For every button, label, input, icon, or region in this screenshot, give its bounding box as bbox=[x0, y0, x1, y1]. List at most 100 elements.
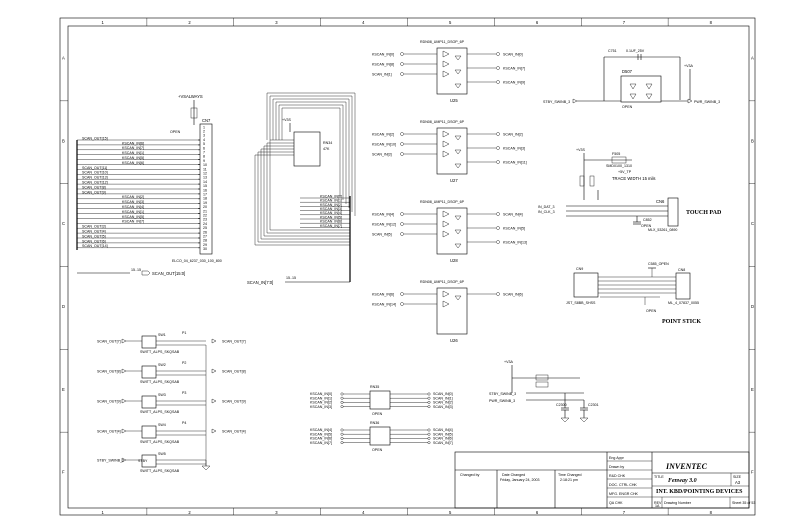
rpack-output-label: SCAN_IN[5] bbox=[433, 432, 453, 436]
row-label-right: E bbox=[751, 387, 754, 392]
cn7-pin-number: 16 bbox=[203, 188, 207, 192]
diode-array-u28: RDN08_UMP11_DSOP_6PU28KSCAN_IN[4]KSCAN_I… bbox=[372, 200, 527, 263]
cn7-net-label: SCAN_OUT[12] bbox=[82, 181, 108, 185]
tb-title: Fenway 3.0 bbox=[668, 478, 697, 484]
tb-doc-label: DOC. CTRL CHK bbox=[609, 483, 637, 487]
tp-connector-ref: CN6 bbox=[656, 199, 665, 204]
row-label-left: E bbox=[62, 387, 65, 392]
tp-fuse: F505 bbox=[612, 152, 620, 156]
rn34-body bbox=[293, 131, 321, 167]
diode-input-label: SCAN_IN[1] bbox=[372, 72, 392, 76]
cn7-ref: CN7 bbox=[202, 118, 211, 123]
row-label-left: F bbox=[62, 470, 65, 475]
tb-changed-by: Changed by bbox=[460, 473, 480, 477]
rn34-bus-label: SCAN_IN[7:0] bbox=[247, 280, 273, 285]
ps-left-part: JST_S8BB_SHSS bbox=[566, 301, 596, 305]
rpack-output-label: SCAN_IN[6] bbox=[433, 437, 453, 441]
tb-drawn-label: Drawn by bbox=[609, 465, 624, 469]
rn34-bus-loops bbox=[254, 92, 356, 246]
cn7-open-label: OPEN bbox=[170, 130, 181, 134]
diode-array-part: RDN08_UMP11_DSOP_6P bbox=[420, 280, 465, 284]
tp-cap-note: OPEN bbox=[641, 224, 652, 228]
diode-output-label: KSCAN_IN[7] bbox=[503, 66, 525, 70]
switch-body bbox=[141, 365, 157, 379]
cn7-pin-number: 12 bbox=[203, 172, 207, 176]
cn7-pin-number: 25 bbox=[203, 226, 207, 230]
cn7-pin-number: 9 bbox=[203, 159, 205, 163]
column-label-top: 3 bbox=[275, 20, 278, 25]
switch-body bbox=[141, 425, 157, 439]
cn7-pin-number: 10 bbox=[203, 163, 207, 167]
rc-cap-1: C2300 bbox=[556, 403, 567, 407]
column-label-top: 8 bbox=[710, 20, 713, 25]
cn7-pin-number: 22 bbox=[203, 214, 207, 218]
cn7-pin-number: 23 bbox=[203, 218, 207, 222]
diode-array-body bbox=[436, 47, 468, 95]
sheet-inner-border bbox=[67, 25, 750, 509]
rpack-output-label: SCAN_IN[2] bbox=[433, 401, 453, 405]
diode-array-u25: RDN08_UMP11_DSOP_6PU25KSCAN_IN[0]KSCAN_I… bbox=[372, 40, 525, 103]
rpack-ref: RN36 bbox=[370, 421, 379, 425]
rpack-output-label: SCAN_IN[3] bbox=[433, 405, 453, 409]
switch-ref: SW4 bbox=[158, 423, 166, 427]
cn7-pin-number: 18 bbox=[203, 197, 207, 201]
rpack-input-label: KSCAN_IN[2] bbox=[310, 401, 332, 405]
rn34-power: +V3S bbox=[282, 118, 291, 122]
rpack-body bbox=[369, 426, 391, 446]
cn7-net-label: KSCAN_IN[1] bbox=[122, 210, 144, 214]
cn7-bus-label: SCAN_OUT[15:0] bbox=[152, 271, 185, 276]
cn7-net-label: SCAN_OUT[15] bbox=[82, 136, 108, 140]
rn34-net-label: KSCAN_IN[2] bbox=[320, 203, 342, 207]
tb-company: INVENTEC bbox=[665, 462, 708, 471]
cn7-power-label: +VSALWAYS bbox=[178, 94, 203, 99]
rc-cap-2: C2301 bbox=[588, 403, 599, 407]
rpack-output-label: SCAN_IN[7] bbox=[433, 441, 453, 445]
diode-output-label: KSCAN_IN[9] bbox=[503, 80, 525, 84]
row-label-right: A bbox=[751, 55, 754, 60]
switch-input-label: SCAN_OUT[7] bbox=[97, 339, 121, 343]
rpack-note: OPEN bbox=[372, 412, 383, 416]
diode-output-label: KSCAN_IN[5] bbox=[503, 226, 525, 230]
switch-ref: SW5 bbox=[158, 452, 166, 456]
column-label-bottom: 8 bbox=[710, 510, 713, 515]
switch-pin-ref: P1 bbox=[182, 331, 186, 335]
switch-block: SCAN_OUT[7]SW1SWITT_ALPS_SKQSABP1SCAN_OU… bbox=[97, 331, 246, 473]
column-label-top: 6 bbox=[536, 20, 539, 25]
row-label-left: B bbox=[62, 138, 65, 143]
cn7-pin-number: 24 bbox=[203, 222, 207, 226]
row-label-left: D bbox=[62, 304, 65, 309]
ps-label: POINT STICK bbox=[662, 319, 701, 325]
diode-input-label: KSCAN_IN[2] bbox=[372, 132, 394, 136]
tb-subtitle: INT. KBD/POINTING DEVICES bbox=[656, 489, 743, 495]
cn7-net-label: KSCAN_IN[1] bbox=[122, 151, 144, 155]
cn7-part: ELCO_04_6237_030_100_800 bbox=[172, 259, 222, 263]
cn7-net-label: KSCAN_IN[5] bbox=[122, 215, 144, 219]
cn7-pins: 1234567891011121314151617181920212223242… bbox=[77, 125, 207, 251]
row-label-right: F bbox=[751, 470, 754, 475]
cn7-pin-number: 4 bbox=[203, 138, 205, 142]
d507-ref: D507 bbox=[622, 69, 633, 74]
cn7-pin-number: 19 bbox=[203, 201, 207, 205]
column-label-top: 2 bbox=[188, 20, 191, 25]
tp-power: +V3S bbox=[576, 148, 585, 152]
diode-array-part: RDN08_UMP11_DSOP_6P bbox=[420, 120, 465, 124]
column-label-top: 1 bbox=[101, 20, 104, 25]
connector-cn7: +VSALWAYS OPEN CN7 123456789101112131415… bbox=[76, 94, 222, 276]
resistor-pack-rn35: RN35OPENKSCAN_IN[0]SCAN_IN[0]KSCAN_IN[1]… bbox=[310, 385, 453, 416]
rn34-net-label: KSCAN_IN[5] bbox=[320, 215, 342, 219]
tb-rev: 1A bbox=[655, 504, 660, 508]
d507-body bbox=[620, 75, 662, 103]
switch-ref: SW2 bbox=[158, 363, 166, 367]
switch-input-label: SCAN_OUT[4] bbox=[97, 429, 121, 433]
pointstick-block: CN9 JST_S8BB_SHSS C585_OPEN CN8 ML_4_078… bbox=[566, 262, 701, 325]
rn34-ref: RN34 bbox=[323, 141, 332, 145]
cn7-net-label: SCAN_OUT[11] bbox=[82, 166, 107, 170]
rpack-body bbox=[369, 390, 391, 410]
tb-rd-label: R&D CHK bbox=[609, 474, 626, 478]
diode-output-label: KSCAN_IN[13] bbox=[503, 240, 527, 244]
resistor-packs: RN35OPENKSCAN_IN[0]SCAN_IN[0]KSCAN_IN[1]… bbox=[310, 385, 453, 452]
switch-ref: SW1 bbox=[158, 333, 166, 337]
tb-time: 2:18:21 pm bbox=[560, 478, 578, 482]
